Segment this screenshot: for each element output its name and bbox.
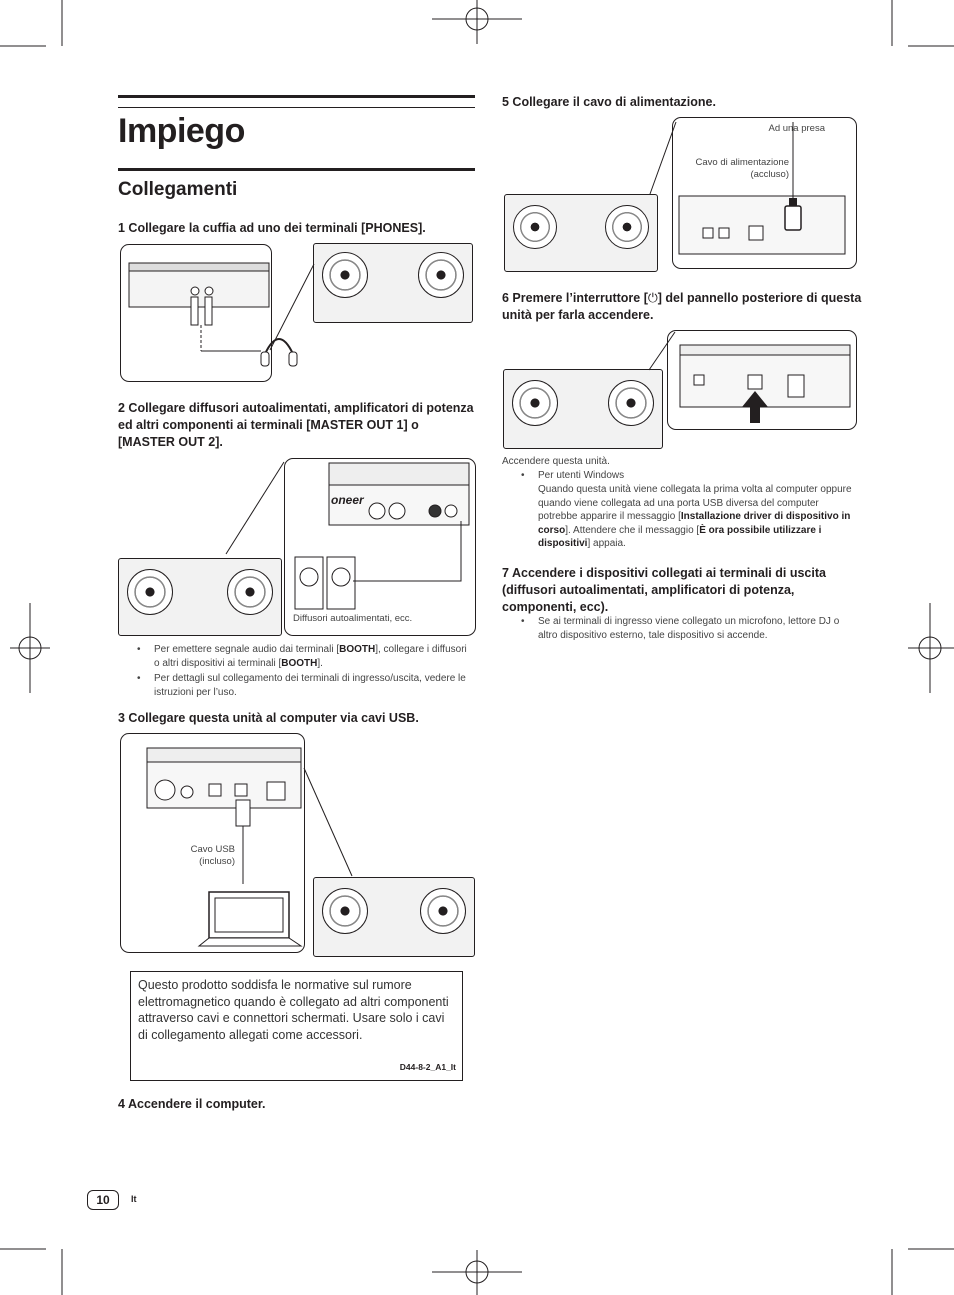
step-7-heading: 7 Accendere i dispositivi collegati ai t… <box>502 566 826 614</box>
power-cable-caption: Cavo di alimentazione (accluso) <box>695 157 789 180</box>
speakers-caption: Diffusori autoalimentati, ecc. <box>293 613 413 624</box>
usb-cable-caption: Cavo USB (incluso) <box>190 844 235 867</box>
step-6-heading: 6 Premere l’interruttore [⏻] del pannell… <box>502 290 862 322</box>
headphones-icon <box>260 338 298 367</box>
power-plug-icon <box>784 198 802 231</box>
arrow-up-icon <box>742 391 768 423</box>
step-6-intro: Accendere questa unità. <box>502 456 610 467</box>
power-icon: ⏻ <box>647 290 658 305</box>
power-switch-closeup <box>667 330 857 430</box>
usb-plug-icon <box>235 799 251 846</box>
emc-notice: Questo prodotto soddisfa le normative su… <box>130 971 463 1081</box>
power-closeup <box>672 117 857 269</box>
phones-closeup <box>120 244 272 382</box>
language-code: It <box>131 1194 137 1204</box>
page-number: 10 <box>87 1190 119 1210</box>
emc-notice-text: Questo prodotto soddisfa le normative su… <box>138 978 449 1042</box>
step-2-note-2: • <box>137 673 141 684</box>
step-6-bullet-title: Per utenti Windows <box>538 470 625 481</box>
title-rule-top <box>118 95 475 108</box>
controller-image <box>313 877 475 957</box>
step-7-bullet: • <box>521 616 525 627</box>
step-3-heading: 3 Collegare questa unità al computer via… <box>118 711 419 725</box>
outlet-caption: Ad una presa <box>768 123 825 134</box>
controller-image <box>118 558 282 636</box>
controller-image <box>313 243 473 323</box>
title-rule-bottom <box>118 168 475 175</box>
step-7-note: Se ai terminali di ingresso viene colleg… <box>538 616 840 641</box>
step-6-bullet-text: Quando questa unità viene collegata la p… <box>538 484 852 550</box>
brand-logo: oneer <box>331 493 364 507</box>
emc-notice-code: D44-8-2_A1_It <box>399 1062 456 1072</box>
step-2-heading: 2 Collegare diffusori autoalimentati, am… <box>118 401 474 449</box>
step-6-bullet: • <box>521 470 525 481</box>
step-2-note-1: • <box>137 644 141 655</box>
controller-image <box>503 369 663 449</box>
page-title: Impiego <box>118 112 245 150</box>
step-2-note-2-text: Per dettagli sul collegamento dei termin… <box>154 673 466 698</box>
master-out-closeup: oneer <box>284 458 476 636</box>
step-4-heading: 4 Accendere il computer. <box>118 1097 266 1111</box>
controller-image <box>504 194 658 272</box>
step-5-heading: 5 Collegare il cavo di alimentazione. <box>502 95 716 109</box>
laptop-icon <box>197 891 303 947</box>
step-1-heading: 1 Collegare la cuffia ad uno dei termina… <box>118 221 426 235</box>
section-title: Collegamenti <box>118 179 238 200</box>
step-2-note-1-text: Per emettere segnale audio dai terminali… <box>154 644 467 669</box>
usb-closeup <box>120 733 305 953</box>
